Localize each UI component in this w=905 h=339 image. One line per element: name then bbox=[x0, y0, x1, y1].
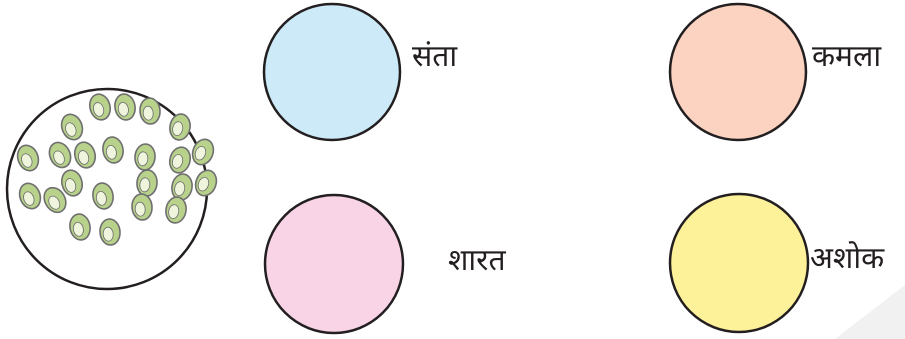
circle-sharat[interactable] bbox=[265, 195, 403, 333]
label-ashok: अशोक bbox=[810, 244, 884, 274]
circle-santa[interactable] bbox=[264, 4, 400, 140]
watermark-shape bbox=[835, 285, 905, 339]
circle-kamala[interactable] bbox=[670, 4, 806, 140]
label-santa: संता bbox=[412, 42, 457, 72]
bowl-of-peas-icon bbox=[7, 89, 220, 289]
circle-ashok[interactable] bbox=[670, 194, 808, 332]
label-kamala: कमला bbox=[812, 42, 881, 72]
label-sharat: शारत bbox=[448, 246, 506, 276]
